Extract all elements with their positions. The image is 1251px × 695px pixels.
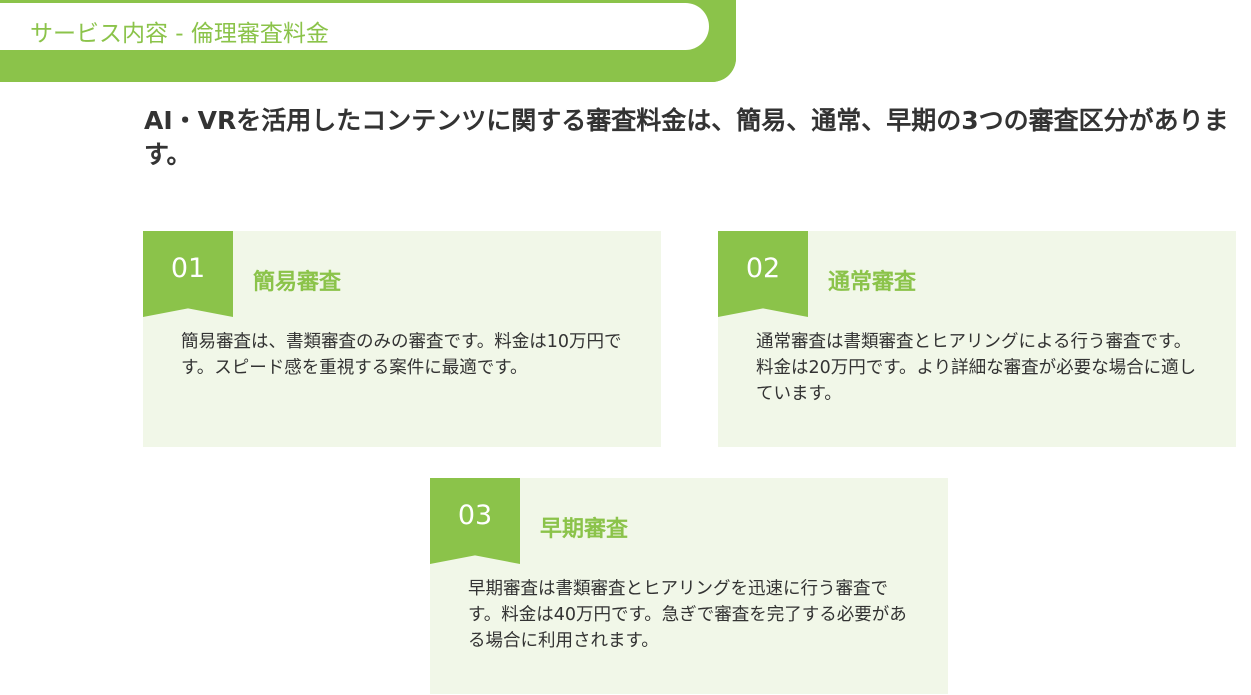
card-number-badge: 03 — [430, 478, 520, 564]
card-description: 通常審査は書類審査とヒアリングによる行う審査です。料金は20万円です。より詳細な… — [756, 332, 1197, 404]
card-description: 簡易審査は、書類審査のみの審査です。料金は10万円です。スピード感を重視する案件… — [181, 332, 622, 378]
card-number-badge: 01 — [143, 231, 233, 317]
card-title: 早期審査 — [540, 517, 629, 542]
header-pill — [0, 0, 712, 53]
card-number-badge: 02 — [718, 231, 808, 317]
card-title: 通常審査 — [828, 270, 917, 295]
page-title: サービス内容 - 倫理審査料金 — [30, 21, 329, 47]
card-simple-review: 01 簡易審査 簡易審査は、書類審査のみの審査です。料金は10万円です。スピード… — [143, 231, 661, 447]
card-early-review: 03 早期審査 早期審査は書類審査とヒアリングを迅速に行う審査です。料金は40万… — [430, 478, 948, 694]
lead-text: AI・VRを活用したコンテンツに関する審査料金は、簡易、通常、早期の3つの審査区… — [144, 106, 1229, 169]
card-title: 簡易審査 — [253, 270, 342, 295]
card-standard-review: 02 通常審査 通常審査は書類審査とヒアリングによる行う審査です。料金は20万円… — [718, 231, 1236, 447]
card-description: 早期審査は書類審査とヒアリングを迅速に行う審査です。料金は40万円です。急ぎで審… — [468, 579, 907, 651]
